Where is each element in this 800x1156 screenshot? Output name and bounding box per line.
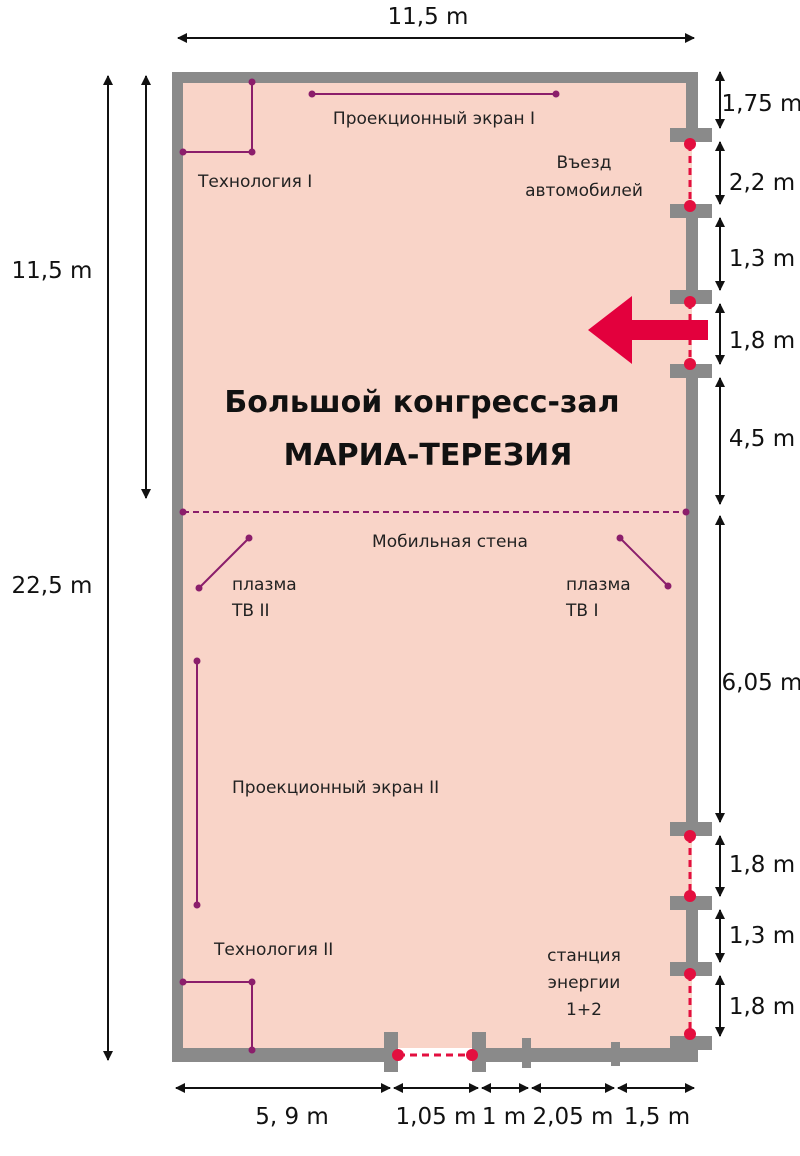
dim-right-7: 1,8 m [729, 852, 795, 878]
label-energy-2: энергии [548, 973, 621, 993]
dim-right-4: 1,8 m [729, 328, 795, 354]
label-tech-1: Технология I [197, 172, 312, 192]
label-mobile-wall: Мобильная стена [372, 532, 528, 552]
dim-bottom-3: 1 m [482, 1104, 526, 1130]
dim-right-8: 1,3 m [729, 923, 795, 949]
dim-bottom-1: 5, 9 m [255, 1104, 329, 1130]
label-vehicle-1: Въезд [557, 153, 612, 173]
dim-right-3: 1,3 m [729, 246, 795, 272]
dim-left-upper: 11,5 m [12, 258, 93, 284]
dim-left-total: 22,5 m [12, 573, 93, 599]
label-tech-2: Технология II [213, 940, 333, 960]
label-plasma-2-b: ТВ II [231, 601, 269, 621]
dimension-arrows [103, 33, 725, 1093]
label-energy-1: станция [547, 946, 621, 966]
wall-top [172, 72, 698, 83]
label-plasma-2-a: плазма [232, 575, 297, 595]
label-plasma-1-b: ТВ I [565, 601, 598, 621]
label-screen-1: Проекционный экран I [333, 109, 535, 129]
wall-right [686, 72, 698, 1062]
label-plasma-1-a: плазма [566, 575, 631, 595]
equipment-lines [183, 82, 686, 1050]
label-energy-3: 1+2 [566, 1000, 602, 1020]
dim-right-6: 6,05 m [722, 670, 800, 696]
dim-bottom-2: 1,05 m [396, 1104, 477, 1130]
wall-bottom [172, 1032, 698, 1072]
dim-right-9: 1,8 m [729, 994, 795, 1020]
dim-bottom-4: 2,05 m [533, 1104, 614, 1130]
dim-top-width: 11,5 m [388, 4, 469, 30]
label-screen-2: Проекционный экран II [232, 778, 439, 798]
label-vehicle-2: автомобилей [525, 181, 643, 201]
entrance-arrow-icon [588, 296, 708, 364]
door-hinge-dots [392, 138, 696, 1061]
wall-left [172, 72, 183, 1062]
dim-right-2: 2,2 m [729, 170, 795, 196]
dim-bottom-5: 1,5 m [624, 1104, 690, 1130]
dim-right-5: 4,5 m [729, 426, 795, 452]
hall-title-line-1: Большой конгресс-зал [224, 385, 619, 420]
equipment-dots [179, 78, 690, 1054]
hall-title-line-2: МАРИА-ТЕРЕЗИЯ [284, 438, 573, 473]
dim-right-1: 1,75 m [722, 91, 800, 117]
hall-floor [178, 78, 692, 1048]
